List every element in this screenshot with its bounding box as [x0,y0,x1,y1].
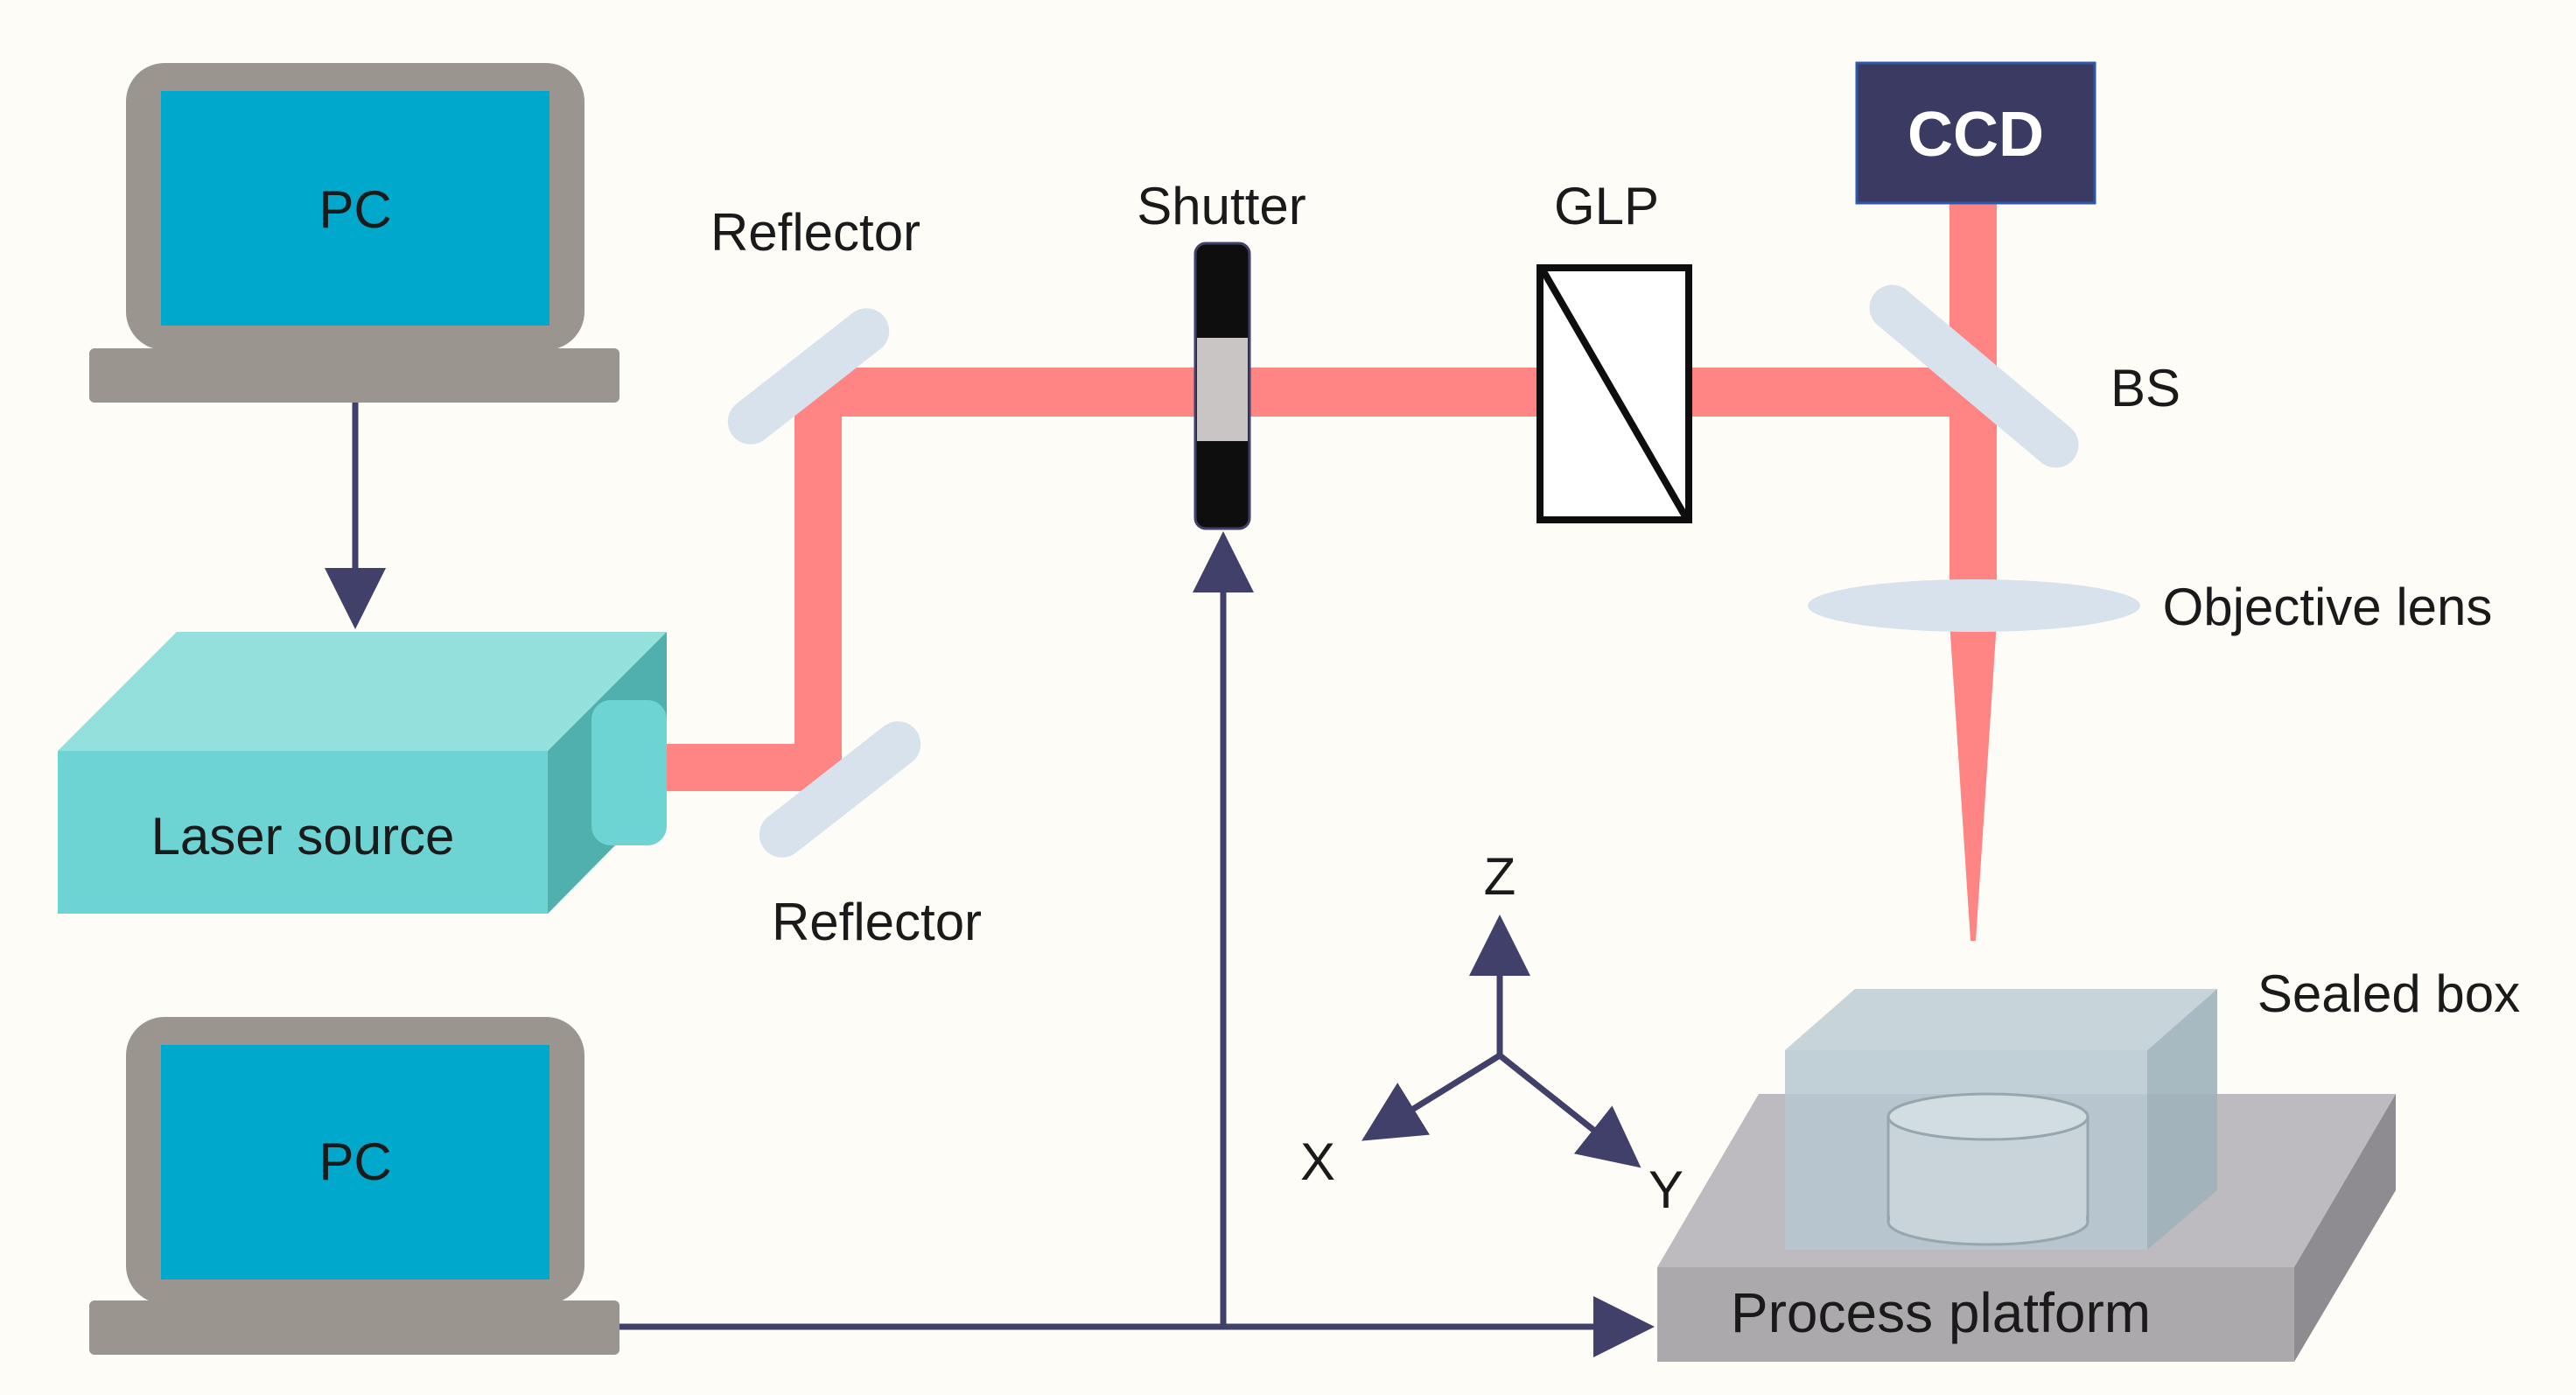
ccd-label: CCD [1908,100,2044,170]
objective-lens-label: Objective lens [2163,578,2493,636]
platform-side-face [2294,1094,2396,1362]
sealed-box-side-face [2147,989,2217,1250]
objective-lens [1808,579,2140,632]
pc-top-screen [161,91,550,326]
beam-focused-cone [1950,621,1997,941]
laser-source-top-face [58,632,667,751]
axis-y-label: Y [1648,1160,1684,1219]
shutter-label: Shutter [1137,177,1306,235]
laser-source-front-face [58,751,548,914]
process-platform-label: Process platform [1731,1281,2151,1344]
pc-bottom-base [89,1300,620,1355]
sample-cylinder [1886,1092,2090,1246]
pc-top: PC [89,63,620,403]
bs-label: BS [2110,359,2180,417]
beam-vertical-left [794,368,842,791]
axis-y-arrow [1497,1053,1642,1168]
pc-top-label: PC [318,180,391,239]
pc-bottom-label: PC [318,1132,391,1191]
sealed-box: Sealed box [1785,964,2520,1250]
sealed-box-label: Sealed box [2258,964,2520,1023]
pc-top-base [89,348,620,403]
beam-horizontal-main [794,368,1993,417]
laser-source-label: Laser source [151,807,455,866]
glp: GLP [1536,177,1692,523]
reflector-bottom [759,721,921,858]
ccd-box [1855,61,2096,205]
ccd: CCD [1855,61,2096,205]
shutter-window [1197,338,1248,441]
glp-label: GLP [1554,177,1659,235]
axis-x-arrow [1362,1053,1502,1141]
reflector-bottom-label: Reflector [772,893,982,951]
beam-splitter [1869,284,2079,468]
cylinder-top [1886,1092,2090,1141]
pc-bottom-screen [161,1045,550,1279]
coordinate-axes: Z X Y [1300,847,1684,1219]
reflector-top [727,308,890,445]
reflector-top-label: Reflector [710,203,920,262]
sealed-box-top-face [1785,989,2217,1050]
laser-aperture [592,700,667,845]
glp-diagonal [1540,269,1689,519]
axis-z-label: Z [1484,847,1516,906]
pc-bottom: PC [89,1017,620,1355]
axis-x-label: X [1300,1132,1335,1191]
laser-source: Laser source [58,632,667,914]
platform-front-face [1657,1267,2294,1362]
shutter: Shutter [1137,177,1306,530]
